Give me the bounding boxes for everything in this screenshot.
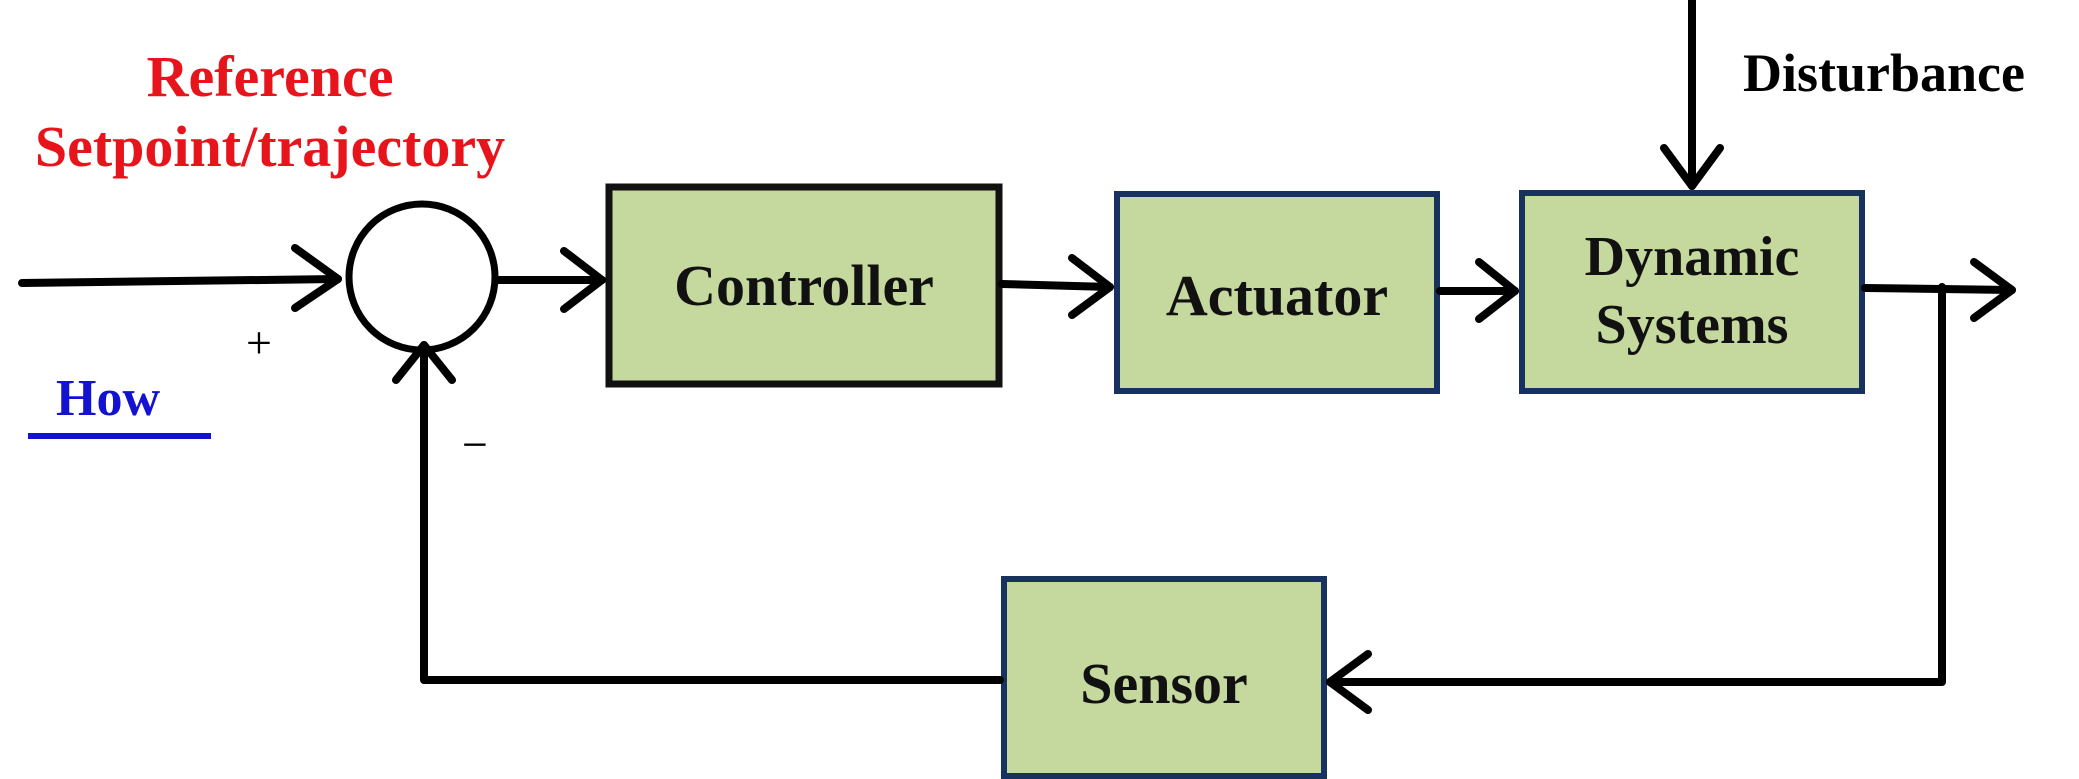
sensor-label: Sensor — [1080, 650, 1248, 716]
plus-sign: + — [246, 317, 272, 368]
reference-label-line2: Setpoint/trajectory — [34, 113, 506, 179]
feedback-path-left — [420, 341, 1004, 684]
disturbance-arrowhead — [1660, 144, 1724, 190]
actuator-to-dynamic-arrowhead — [1475, 258, 1519, 323]
reference-label-line1: Reference — [146, 44, 394, 109]
disturbance-label: Disturbance — [1743, 43, 2025, 103]
controller-to-actuator-arrowhead — [1068, 254, 1114, 319]
controller-block — [605, 183, 1003, 388]
controller-to-actuator-line — [998, 280, 1114, 291]
actuator-label: Actuator — [1165, 262, 1389, 328]
dynamic-systems-label-line1: Dynamic — [1584, 226, 1800, 289]
sensor-block — [1001, 576, 1327, 779]
feedback-path-right — [1326, 283, 1946, 686]
junction-to-controller-arrowhead — [560, 247, 606, 313]
reference-input-line — [18, 275, 342, 287]
actuator-block — [1114, 191, 1440, 394]
feedback-to-sensor-arrowhead — [1326, 650, 1372, 714]
reference-label: Reference Setpoint/trajectory — [0, 45, 540, 179]
reference-input-arrowhead — [291, 244, 342, 312]
dynamic-systems-label-line2: Systems — [1595, 294, 1789, 356]
dynamic-systems-block — [1519, 190, 1865, 394]
dynamic-systems-label: Dynamic Systems — [1522, 193, 1862, 391]
summing-junction — [345, 200, 499, 354]
output-arrowhead — [1970, 258, 2016, 322]
controller-label: Controller — [674, 252, 934, 318]
how-link[interactable]: How — [56, 370, 160, 427]
feedback-to-junction-arrowhead — [392, 341, 456, 384]
minus-sign: − — [462, 419, 488, 470]
